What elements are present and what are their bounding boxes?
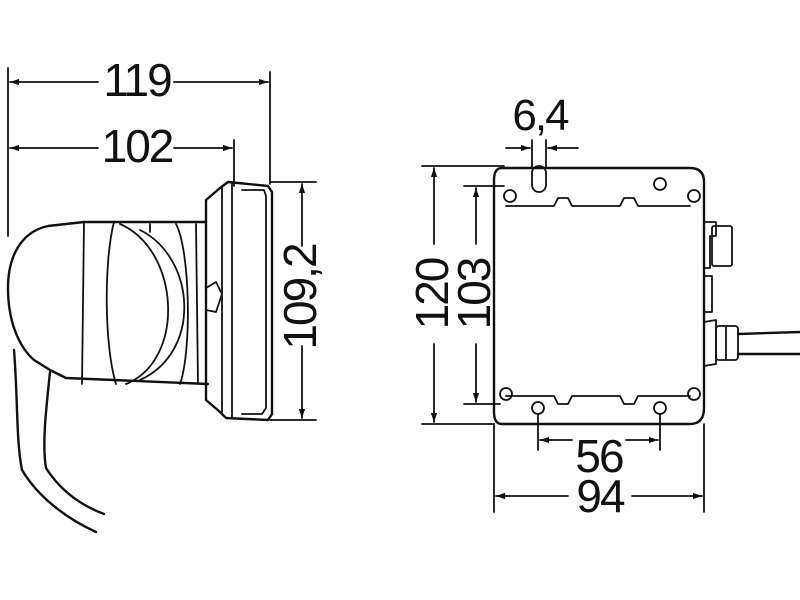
dim-overall-height: 120 (406, 165, 505, 425)
dim-hole-spacing-horizontal: 56 (537, 413, 661, 482)
dim-label-94: 94 (576, 470, 625, 522)
lamp-housing (6, 220, 223, 386)
dim-mount-slot: 6,4 (505, 91, 579, 169)
lamp-rim (204, 180, 274, 422)
dim-label-119: 119 (103, 54, 171, 106)
dim-hole-spacing-vertical: 103 (448, 185, 505, 405)
front-cable (736, 330, 800, 356)
dim-housing-length: 102 (9, 120, 235, 187)
dim-label-120: 120 (406, 258, 458, 329)
dim-label-56: 56 (575, 430, 623, 482)
dim-overall-length: 119 (7, 54, 271, 237)
dim-overall-width: 94 (493, 423, 705, 522)
side-view: 119 102 109,2 (6, 54, 326, 534)
connector-housing (703, 221, 739, 367)
dim-label-6-4: 6,4 (512, 91, 569, 140)
dim-label-103: 103 (448, 258, 500, 329)
dim-lens-diameter: 109,2 (269, 181, 326, 421)
side-cable (12, 348, 106, 534)
front-view: 6,4 120 103 56 (406, 91, 800, 522)
dim-label-109-2: 109,2 (274, 244, 326, 350)
mounting-plate (492, 165, 706, 426)
dim-label-102: 102 (102, 120, 173, 172)
